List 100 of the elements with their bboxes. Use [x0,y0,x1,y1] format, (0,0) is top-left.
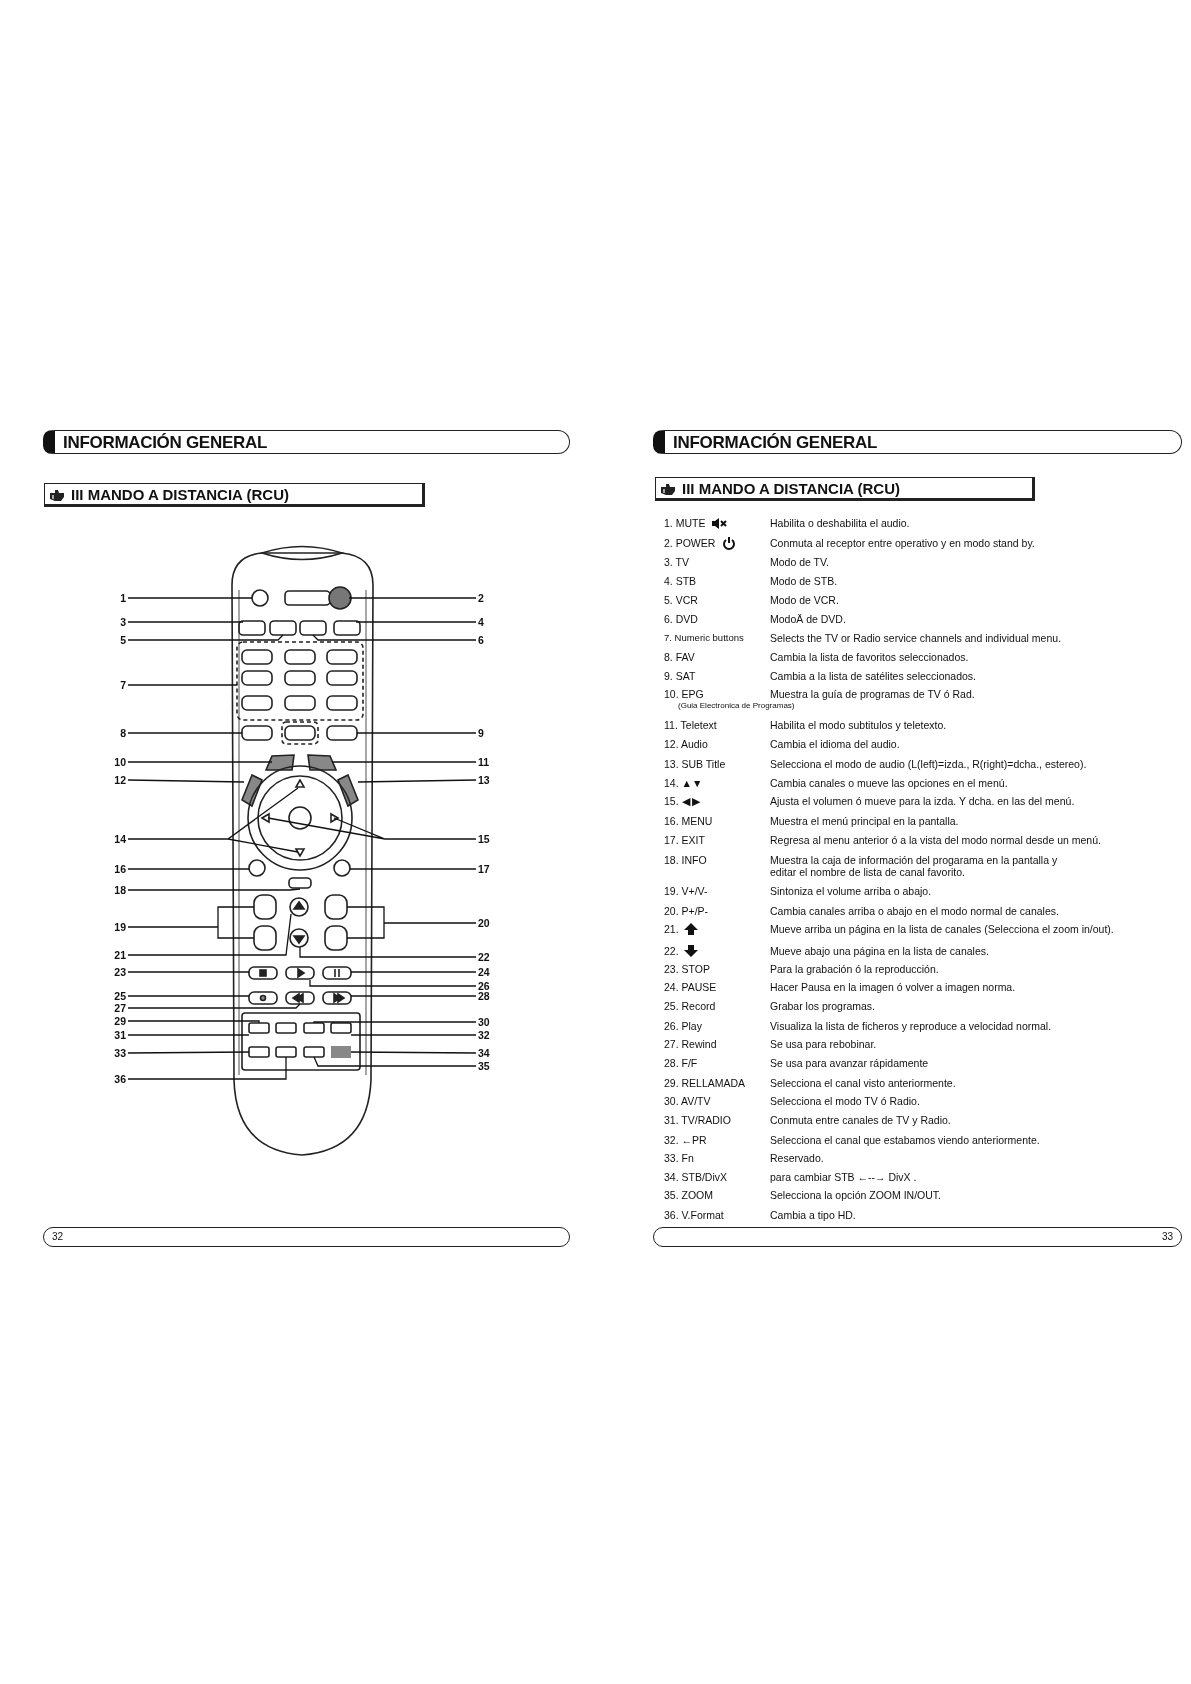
function-description: Selecciona la opción ZOOM IN/OUT. [770,1189,941,1201]
button-name: 21. [664,923,679,935]
callout-number: 12 [108,773,126,787]
page-number: 32 [52,1231,64,1242]
leader-line [127,1003,301,1009]
leader-line [127,995,250,997]
leader-line [346,906,477,939]
leader-line [309,979,477,987]
function-description: Regresa al menu anterior ó a la vista del modo normal desde un menú. [770,834,1101,846]
function-description: Selecciona el modo TV ó Radio. [770,1095,920,1107]
button-name: 16. MENU [664,815,713,827]
function-description: Modo de STB. [770,575,838,587]
function-description: Hacer Pausa en la imagen ó volver a imagen norma. [770,981,1016,993]
leader-line [267,817,477,840]
function-description: Mueve arriba un página en la lista de canales (Selecciona el zoom in/out). [770,923,1114,935]
button-name: 28. F/F [664,1057,698,1069]
function-description: Se usa para rebobinar. [770,1038,877,1050]
callout-number: 21 [108,948,126,962]
button-name: 7. Numeric buttons [664,632,744,644]
callout-number: 25 [108,989,126,1003]
button-name: 35. ZOOM [664,1189,713,1201]
callout-number: 15 [478,832,496,846]
callout-number: 9 [478,726,496,740]
leader-line [127,597,253,599]
button-name: 22. [664,945,679,957]
callout-number: 18 [108,883,126,897]
callout-number: 22 [478,950,496,964]
button-name: 5. VCR [664,594,698,606]
subsection-box [655,477,1035,501]
button-name: 25. Record [664,1000,716,1012]
function-description: Muestra la guía de programas de TV ó Rad. [770,688,975,700]
callout-number: 3 [108,615,126,629]
function-description: Selecciona el canal visto anteriormente. [770,1077,956,1089]
callout-number: 17 [478,862,496,876]
button-name: 31. TV/RADIO [664,1114,731,1126]
callout-number: 36 [108,1072,126,1086]
leader-line [313,1056,477,1067]
leader-line [350,1051,477,1054]
subsection-heading: III MANDO A DISTANCIA (RCU) [682,480,901,497]
button-name: 32. ←PR [664,1134,707,1146]
callout-number: 24 [478,965,496,979]
function-description: Cambia canales o mueve las opciones en el menú. [770,777,1008,789]
heading-band [43,430,570,454]
leader-line [127,779,245,783]
leader-line [127,888,301,891]
button-name: 4. STB [664,575,697,587]
function-description: Visualiza la lista de ficheros y reproduce a velocidad normal. [770,1020,1052,1032]
subsection-heading: III MANDO A DISTANCIA (RCU) [71,486,290,503]
function-description: Cambia a la lista de satélites seleccionados. [770,670,977,682]
button-name: 20. P+/P- [664,905,709,917]
function-description: Selecciona el canal que estabamos viendo anteriormente. [770,1134,1040,1146]
leader-line [355,621,477,623]
callout-number: 1 [108,591,126,605]
leader-line [127,906,255,939]
callout-number: 34 [478,1046,496,1060]
leader-line [127,684,238,686]
callout-number: 10 [108,755,126,769]
leader-line [350,995,477,997]
heading-band [653,430,1182,454]
button-name: 19. V+/V- [664,885,708,897]
button-name: 11. Teletext [664,719,717,731]
button-name: 29. RELLAMADA [664,1077,746,1089]
leader-line [127,971,250,973]
function-description: Habilita el modo subtitulos y teletexto. [770,719,947,731]
function-description: Se usa para avanzar rápidamente [770,1057,929,1069]
button-name: 6. DVD [664,613,698,625]
callout-number: 31 [108,1028,126,1042]
leader-line [127,1034,250,1036]
leader-line [356,732,477,734]
leader-line [127,787,299,853]
leader-line [350,971,477,973]
leader-line [313,1021,477,1024]
callout-number: 23 [108,965,126,979]
function-description: Muestra el menú principal en la pantalla. [770,815,959,827]
callout-number: 8 [108,726,126,740]
leader-line [348,597,477,599]
callout-number: 20 [478,916,496,930]
leader-line [127,913,292,956]
function-description: Cambia el idioma del audio. [770,738,900,750]
function-description: Mueve abajo una página en la lista de canales. [770,945,989,957]
button-name: 24. PAUSE [664,981,717,993]
leader-line [127,868,250,870]
function-description: Habilita o deshabilita el audio. [770,517,910,529]
callout-number: 13 [478,773,496,787]
button-name: 26. Play [664,1020,702,1032]
button-name: 15. ◀ ▶ [664,795,701,807]
button-name: 1. MUTE [664,517,706,529]
button-name: 33. Fn [664,1152,694,1164]
callout-number: 30 [478,1015,496,1029]
leader-line [127,1020,260,1024]
leader-line [127,1056,287,1080]
leader-line [127,732,243,734]
callout-number: 11 [478,755,496,769]
callout-number: 7 [108,678,126,692]
callout-number: 5 [108,633,126,647]
button-name: 34. STB/DivX [664,1171,728,1183]
function-description: Selects the TV or Radio service channels and individual menu. [770,632,1062,644]
callout-number: 35 [478,1059,496,1073]
button-name: 9. SAT [664,670,696,682]
button-name: 10. EPG [664,688,704,700]
